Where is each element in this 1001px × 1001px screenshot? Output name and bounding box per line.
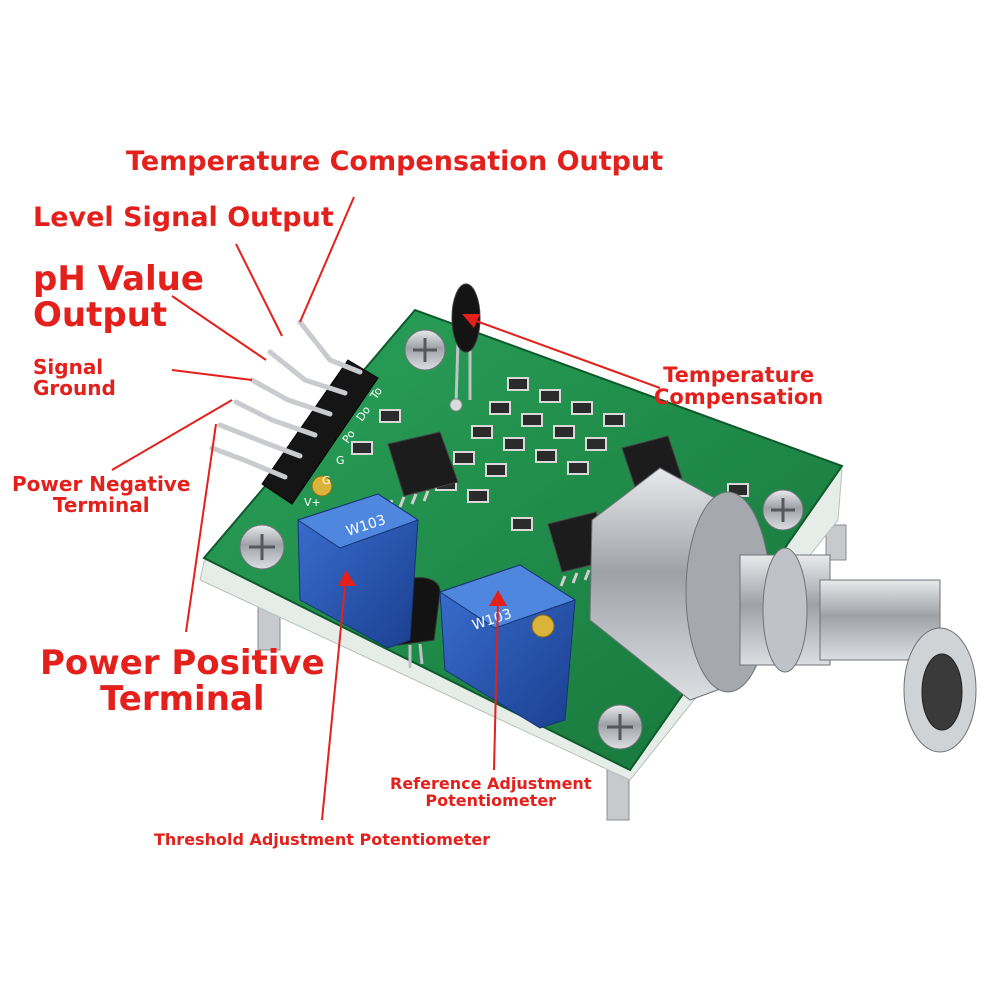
label-level-signal-output: Level Signal Output (33, 202, 334, 233)
label-ph-value-line2: Output (33, 294, 168, 335)
header-pins (209, 319, 379, 505)
label-reference-pot-line2: Potentiometer (425, 790, 557, 810)
arrow-reference-pot (489, 590, 507, 606)
bnc-connector (589, 467, 977, 753)
mounting-screws (239, 329, 804, 750)
label-power-negative-terminal: Power Negative Terminal (12, 474, 190, 516)
leader-level-signal (235, 243, 283, 337)
arrow-temperature-compensation (462, 314, 480, 328)
leader-temp-comp-output (299, 196, 355, 323)
reference-potentiometer (438, 564, 577, 729)
label-power-positive-line1: Power Positive (40, 643, 325, 683)
label-reference-pot-line1: Reference Adjustment (390, 774, 592, 793)
leader-threshold-pot (321, 575, 347, 821)
leader-arrowheads (338, 314, 507, 606)
silkscreen-pin-g1: G (336, 454, 345, 467)
leader-signal-ground (171, 369, 253, 381)
label-temperature-compensation-line1: Temperature (663, 363, 815, 387)
leader-lines (111, 196, 661, 821)
smd-components (351, 377, 749, 531)
label-signal-ground-line2: Ground (33, 376, 116, 400)
leader-reference-pot (493, 601, 499, 771)
label-power-negative-line2: Terminal (52, 493, 150, 517)
label-signal-ground-line1: Signal (33, 355, 104, 379)
silkscreen-pin-g2: G (322, 474, 331, 487)
label-temperature-compensation-line2: Compensation (654, 385, 824, 410)
threshold-potentiometer (296, 475, 420, 649)
label-threshold-adjustment-potentiometer: Threshold Adjustment Potentiometer (154, 830, 491, 849)
leader-power-positive (185, 423, 217, 633)
arrow-threshold-pot (338, 570, 356, 586)
leader-temperature-compensation (467, 317, 661, 389)
label-power-positive-terminal: Power Positive Terminal (40, 643, 325, 719)
label-ph-value-output: pH Value Output (33, 259, 204, 335)
label-reference-adjustment-potentiometer: Reference Adjustment Potentiometer (390, 774, 592, 810)
label-signal-ground: Signal Ground (33, 357, 116, 399)
silkscreen-pin-vplus: V+ (304, 496, 321, 509)
label-temperature-compensation: Temperature Compensation (654, 364, 823, 408)
label-ph-value-line1: pH Value (33, 259, 204, 299)
leader-ph-value (171, 295, 267, 361)
label-power-positive-line2: Terminal (100, 678, 265, 719)
label-temperature-compensation-output: Temperature Compensation Output (126, 146, 664, 177)
label-power-negative-line1: Power Negative (12, 472, 191, 496)
leader-power-negative (111, 399, 233, 471)
